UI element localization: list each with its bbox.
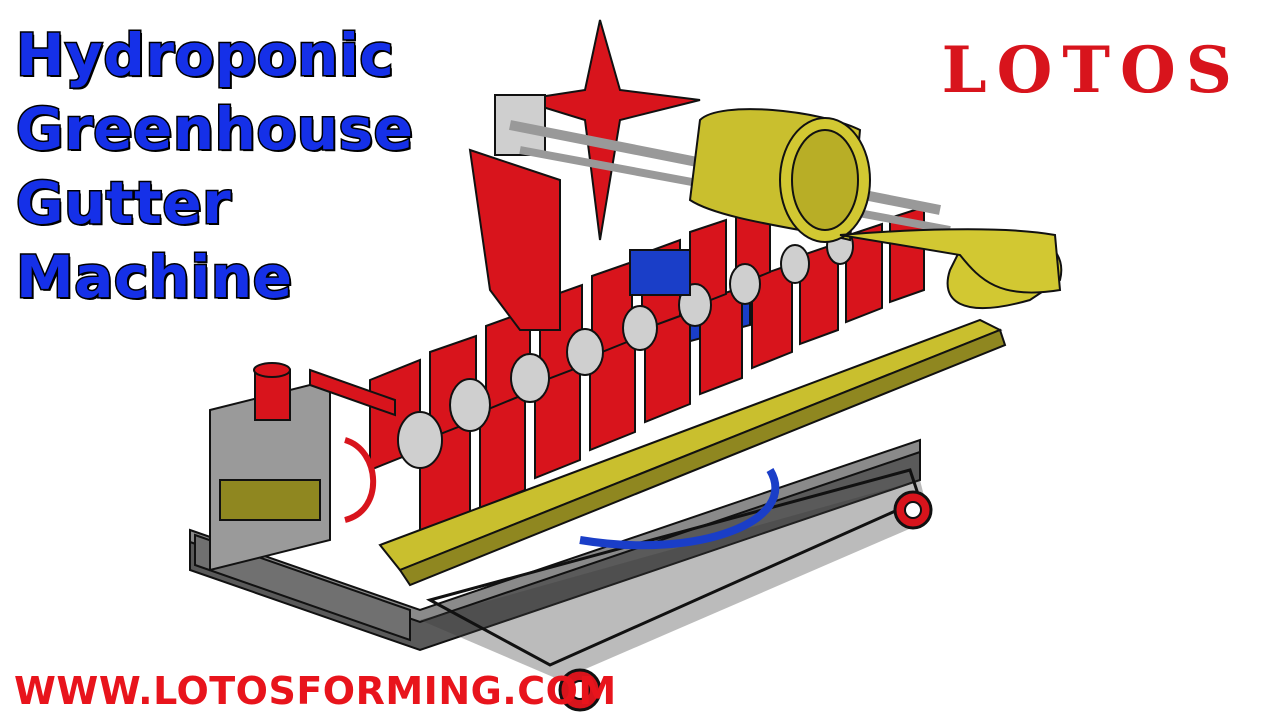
drive-motor [629,249,691,296]
steel-coil [688,108,1062,294]
title-line-2: Greenhouse [15,94,415,165]
title-line-1: Hydroponic [15,20,396,91]
title-line-3: Gutter [15,168,233,239]
title-block: Hydroponic Greenhouse Gutter Machine [15,18,486,314]
title-line-4: Machine [15,242,294,313]
hydraulic-hose [579,467,780,550]
forming-rollers [397,227,854,469]
website-url: WWW.LOTOSFORMING.COM [14,669,617,713]
brand-logo: LOTOS [941,33,1242,108]
cutting-unit [209,362,396,572]
caster-wheel-icon [558,490,933,712]
